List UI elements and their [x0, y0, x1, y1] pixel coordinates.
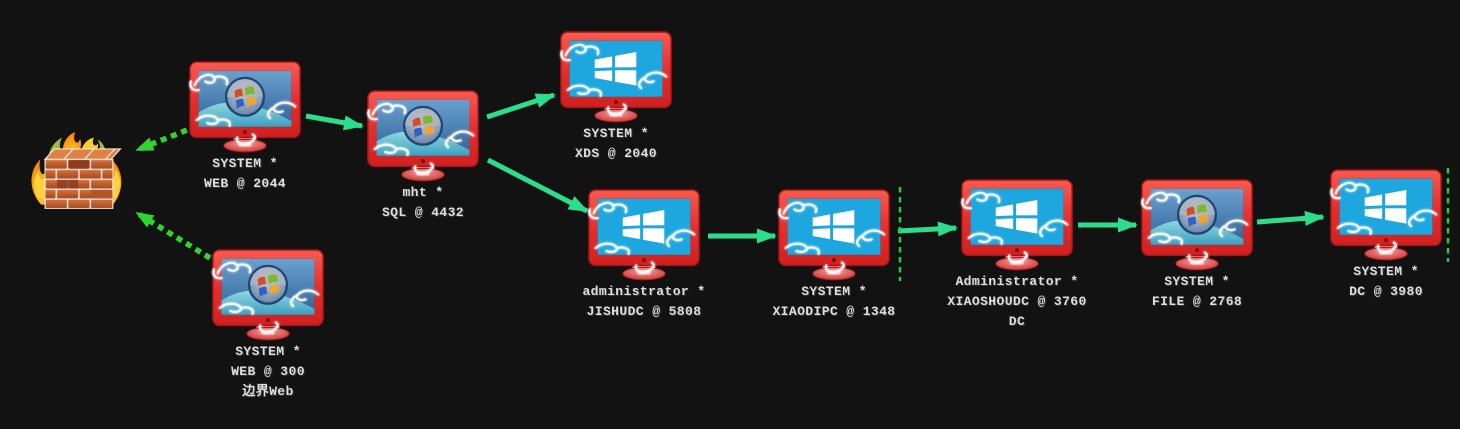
- node-xiaodipc-1348[interactable]: SYSTEM * XIAODIPC @ 1348: [772, 188, 895, 319]
- node-note-label: 边界Web: [242, 384, 294, 399]
- node-xds-2040[interactable]: SYSTEM * XDS @ 2040: [558, 30, 674, 161]
- node-user-label: SYSTEM *: [235, 344, 301, 359]
- compromised-pc-win8-icon: [586, 188, 702, 281]
- node-labels: SYSTEM * FILE @ 2768: [1057, 272, 1337, 312]
- node-host-label: XDS @ 2040: [574, 146, 657, 161]
- node-user-label: mht *: [402, 185, 444, 200]
- compromised-pc-vista-icon: [1139, 178, 1255, 271]
- compromised-pc-win8-icon: [1328, 168, 1444, 261]
- node-labels: mht * SQL @ 4432: [283, 183, 563, 223]
- node-jishudc-5808[interactable]: administrator * JISHUDC @ 5808: [582, 188, 705, 319]
- node-labels: Administrator * XIAOSHOUDC @ 3760 DC: [877, 272, 1157, 332]
- node-role-label: DC: [1008, 314, 1026, 329]
- node-file-2768[interactable]: SYSTEM * FILE @ 2768: [1139, 178, 1255, 309]
- compromised-pc-win8-icon: [959, 178, 1075, 271]
- node-labels: SYSTEM * XIAODIPC @ 1348: [694, 282, 974, 322]
- node-sql-4432[interactable]: mht * SQL @ 4432: [365, 89, 481, 220]
- compromised-pc-vista-icon: [210, 248, 326, 341]
- edge-web2044-sql4432: [305, 113, 364, 131]
- edge-file2768-dc3980: [1256, 210, 1325, 226]
- node-xiaoshoudc-3760[interactable]: Administrator * XIAOSHOUDC @ 3760 DC: [947, 178, 1086, 329]
- node-user-label: administrator *: [582, 284, 706, 299]
- node-web-300[interactable]: SYSTEM * WEB @ 300 边界Web: [210, 248, 326, 399]
- edge-sql4432-xds2040: [486, 92, 556, 120]
- node-labels: SYSTEM * WEB @ 2044: [105, 154, 385, 194]
- edge-xiaodipc-xiaoshoudc: [897, 221, 958, 237]
- node-host-label: WEB @ 2044: [203, 176, 286, 191]
- node-user-label: SYSTEM *: [801, 284, 867, 299]
- compromised-pc-vista-icon: [365, 89, 481, 182]
- node-host-label: SQL @ 4432: [381, 205, 464, 220]
- node-host-label: JISHUDC @ 5808: [586, 304, 702, 319]
- node-web-2044[interactable]: SYSTEM * WEB @ 2044: [187, 60, 303, 191]
- node-user-label: SYSTEM *: [212, 156, 278, 171]
- node-user-label: SYSTEM *: [583, 126, 649, 141]
- compromised-pc-win8-icon: [558, 30, 674, 123]
- node-dc-3980[interactable]: SYSTEM * DC @ 3980: [1328, 168, 1444, 299]
- node-user-label: Administrator *: [955, 274, 1079, 289]
- node-labels: administrator * JISHUDC @ 5808: [504, 282, 784, 322]
- node-host-label: XIAOSHOUDC @ 3760: [947, 294, 1087, 309]
- node-host-label: DC @ 3980: [1349, 284, 1423, 299]
- node-user-label: SYSTEM *: [1164, 274, 1230, 289]
- node-host-label: FILE @ 2768: [1151, 294, 1243, 309]
- node-labels: SYSTEM * DC @ 3980: [1246, 262, 1460, 302]
- compromised-pc-win8-icon: [776, 188, 892, 281]
- node-labels: SYSTEM * WEB @ 300 边界Web: [128, 342, 408, 402]
- node-host-label: WEB @ 300: [231, 364, 305, 379]
- node-user-label: SYSTEM *: [1353, 264, 1419, 279]
- edge-web300-firewall: [135, 210, 212, 261]
- node-host-label: XIAODIPC @ 1348: [772, 304, 896, 319]
- compromised-pc-vista-icon: [187, 60, 303, 153]
- node-labels: SYSTEM * XDS @ 2040: [476, 124, 756, 164]
